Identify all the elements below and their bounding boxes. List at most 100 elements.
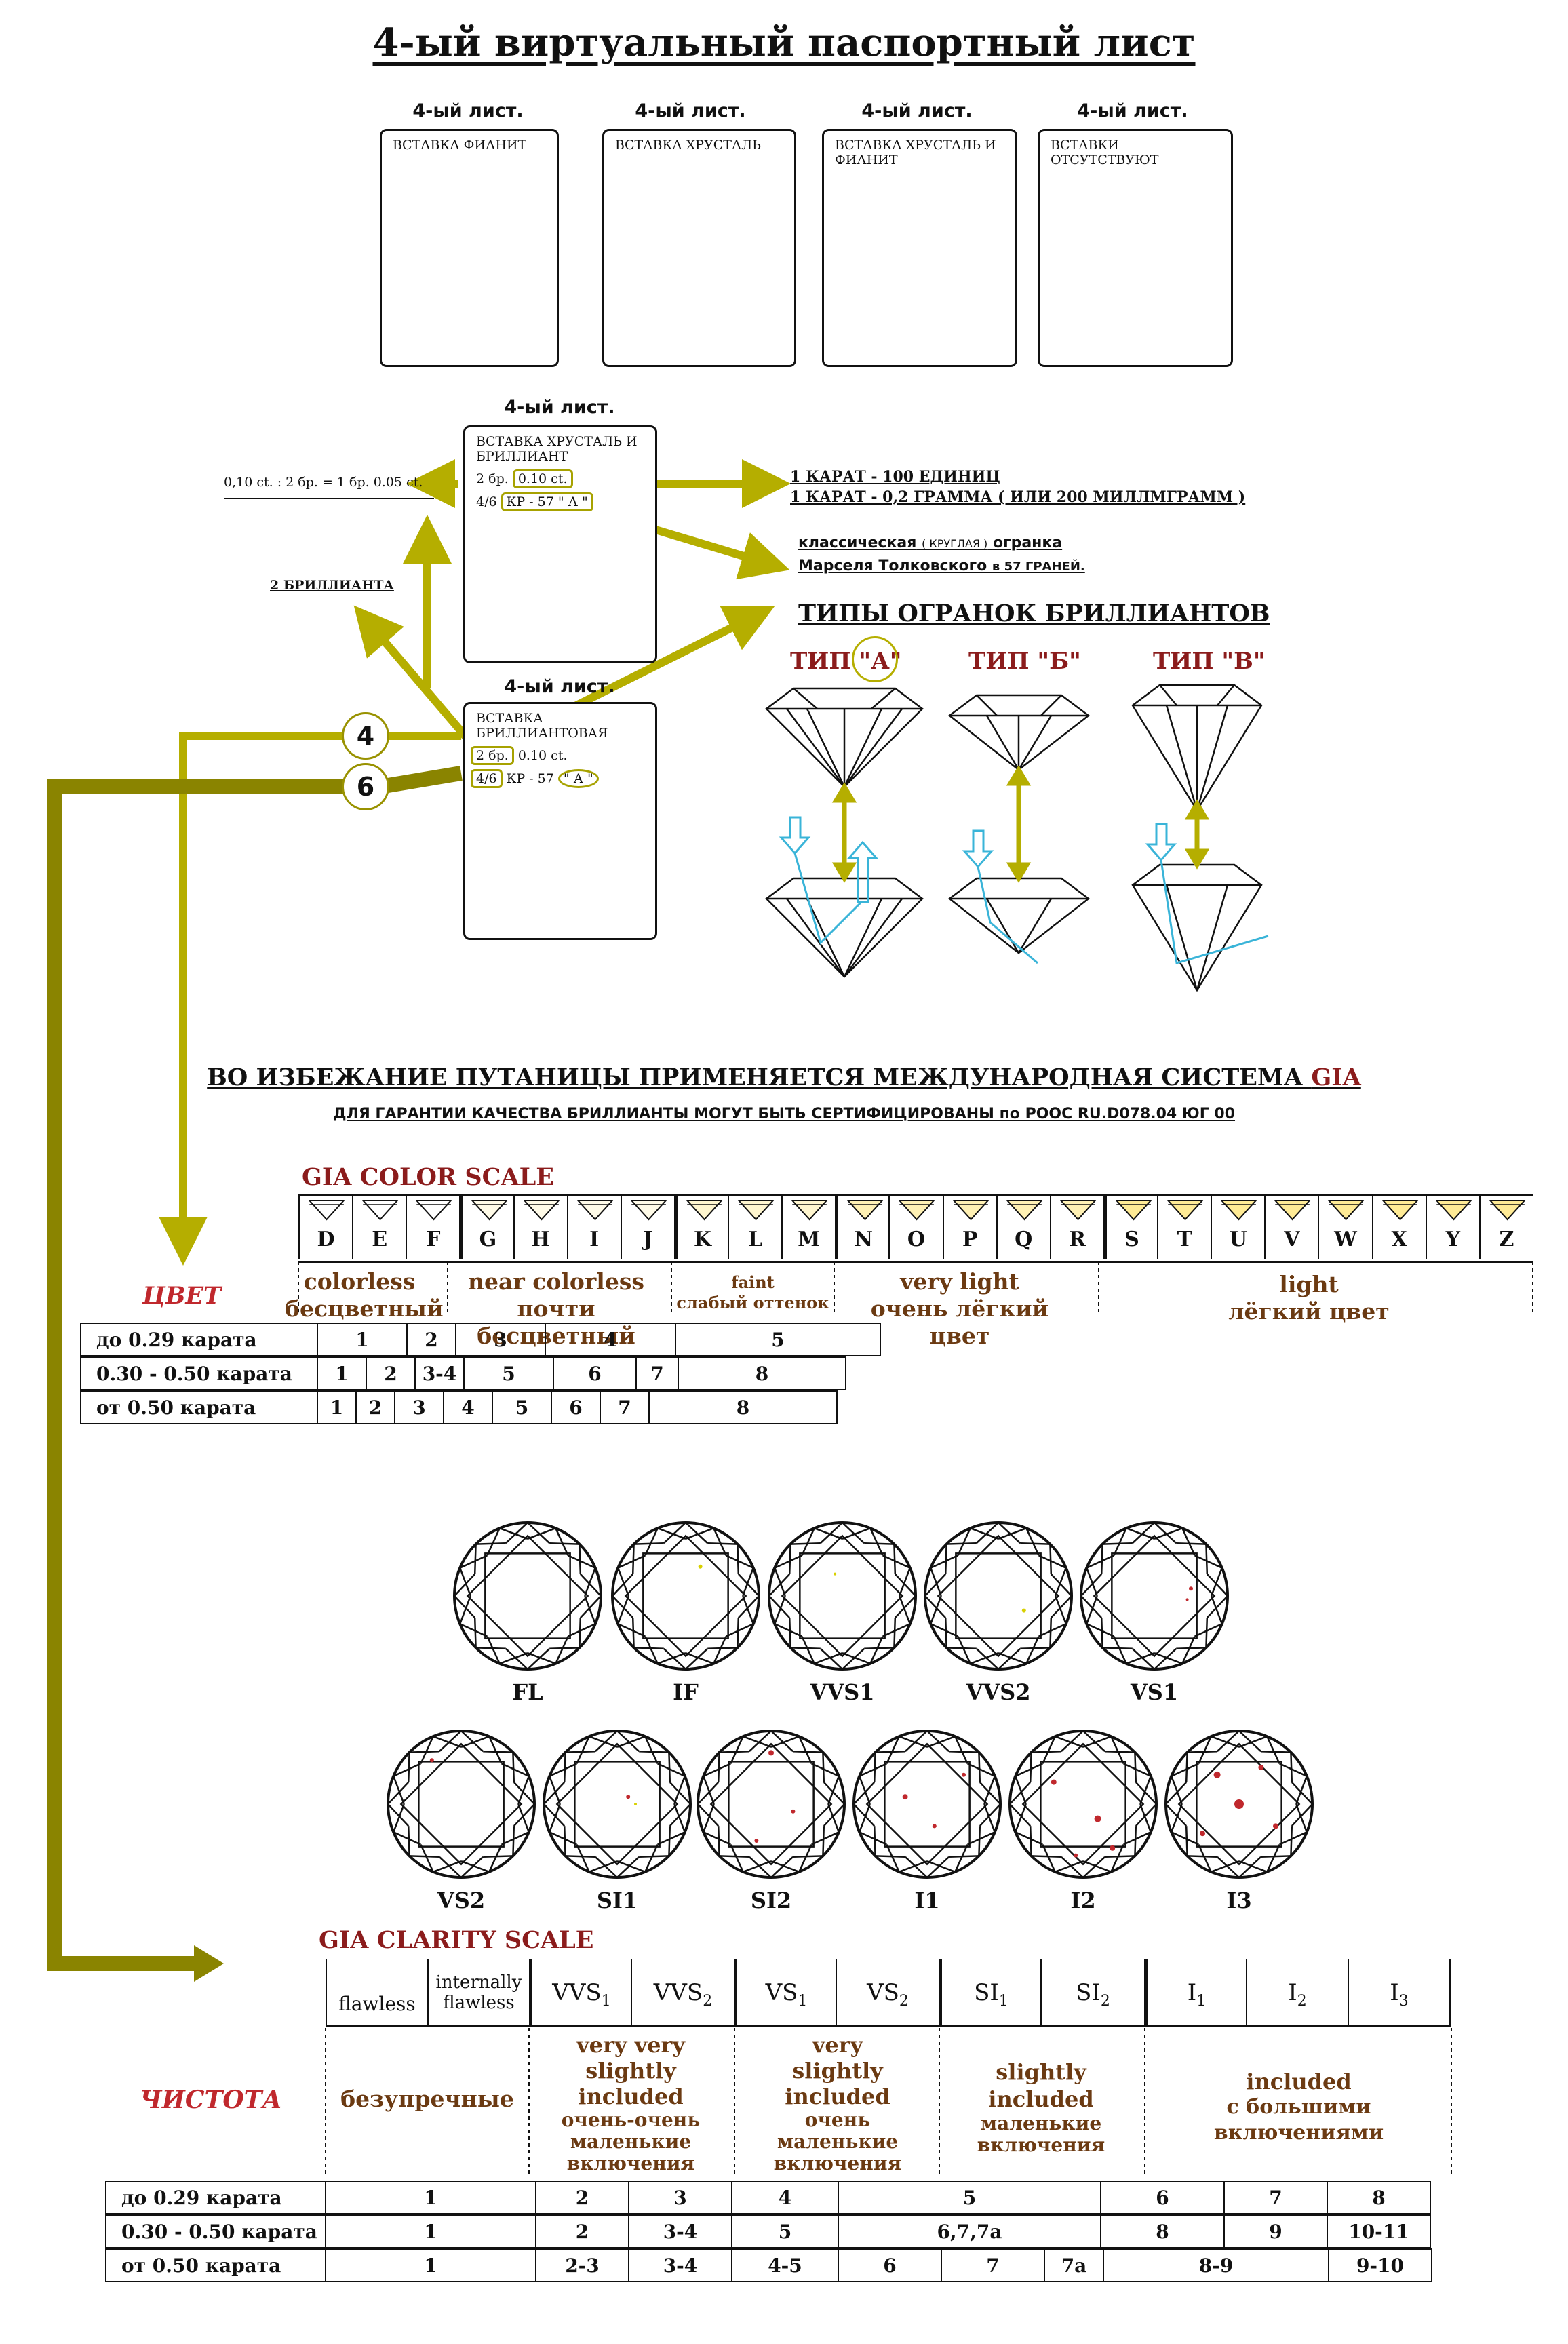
sheet-bottom-label: ВСТАВКА БРИЛЛИАНТОВАЯ bbox=[476, 711, 608, 741]
cut-note-2a: Марселя Толковского bbox=[798, 558, 987, 574]
clarity-desc-si-3: включения bbox=[977, 2134, 1105, 2156]
clarity-grade: SI1 bbox=[939, 1959, 1040, 2027]
color-cell: 6 bbox=[553, 1356, 637, 1390]
sheet-bottom-type: " А " bbox=[557, 769, 599, 788]
cut-types-heading: ТИПЫ ОГРАНОК БРИЛЛИАНТОВ bbox=[798, 600, 1270, 627]
clarity-cell: 7а bbox=[1044, 2248, 1104, 2282]
color-grade-w: W bbox=[1318, 1194, 1371, 1259]
color-cell: 5 bbox=[463, 1356, 554, 1390]
clarity-diagram-si2: SI2 bbox=[691, 1724, 851, 1925]
sheet-4: ВСТАВКИ ОТСУТСТВУЮТ bbox=[1038, 129, 1233, 367]
sheet-mid-label: ВСТАВКА ХРУСТАЛЬ И БРИЛЛИАНТ bbox=[476, 434, 638, 464]
clarity-diagram-i2: I2 bbox=[1003, 1724, 1163, 1925]
sheet-bottom-code: 4/6 bbox=[471, 769, 503, 788]
clarity-diagram-si1: SI1 bbox=[537, 1724, 697, 1925]
color-table-row-2: 0.30 - 0.50 карата 1 2 3-4 5 6 7 8 bbox=[80, 1356, 846, 1390]
cut-type-b: ТИП "Б" bbox=[968, 648, 1081, 675]
sheet-mid-cut: КР - 57 bbox=[506, 494, 554, 509]
color-cell: 4 bbox=[545, 1323, 676, 1356]
color-cell: 3 bbox=[394, 1390, 444, 1424]
clarity-table-row-1: до 0.29 карата 1 2 3 4 5 6 7 8 bbox=[105, 2181, 1431, 2214]
badge-six: 6 bbox=[342, 763, 389, 810]
cut-note-1a: классическая bbox=[798, 534, 917, 551]
sheet-2: ВСТАВКА ХРУСТАЛЬ bbox=[602, 129, 796, 367]
clarity-desc-i-0: included bbox=[1246, 2069, 1352, 2094]
color-grade-label: P bbox=[962, 1228, 978, 1251]
clarity-diagram-label: VVS2 bbox=[966, 1679, 1031, 1705]
color-grade-z: Z bbox=[1478, 1194, 1533, 1259]
clarity-cell: 5 bbox=[838, 2181, 1101, 2214]
clarity-cell: 1 bbox=[325, 2214, 536, 2248]
cut-note-1b: ( КРУГЛАЯ ) bbox=[922, 537, 988, 550]
gia-heading-text: ВО ИЗБЕЖАНИЕ ПУТАНИЦЫ ПРИМЕНЯЕТСЯ МЕЖДУН… bbox=[207, 1063, 1312, 1091]
clarity-diagram-if: IF bbox=[606, 1516, 766, 1717]
color-grade-i: I bbox=[566, 1194, 621, 1259]
cut-a-top bbox=[765, 687, 924, 788]
color-cell: 8 bbox=[678, 1356, 846, 1390]
clarity-row-1-label: до 0.29 карата bbox=[105, 2181, 326, 2214]
clarity-cell: 4 bbox=[731, 2181, 839, 2214]
color-grade-u: U bbox=[1211, 1194, 1264, 1259]
color-grade-j: J bbox=[620, 1194, 674, 1259]
color-cell: 2 bbox=[406, 1323, 456, 1356]
sheet-mid-line2: 4/6 КР - 57 " А " bbox=[465, 491, 655, 513]
clarity-desc-vvs: very very slightly included очень-очень … bbox=[529, 2032, 732, 2174]
cut-note-1: классическая ( КРУГЛАЯ ) огранка bbox=[798, 534, 1062, 551]
clarity-grade: flawless bbox=[326, 1959, 427, 2027]
color-table-row-1: до 0.29 карата 1 2 3 4 5 bbox=[80, 1323, 881, 1356]
gia-subheading: ДЛЯ ГАРАНТИИ КАЧЕСТВА БРИЛЛИАНТЫ МОГУТ Б… bbox=[332, 1106, 1236, 1122]
color-cell: 7 bbox=[635, 1356, 679, 1390]
clarity-desc-vvs-1: slightly bbox=[585, 2058, 676, 2084]
color-grade-v: V bbox=[1264, 1194, 1318, 1259]
clarity-desc-vs-1: slightly bbox=[792, 2058, 883, 2084]
clarity-grade: VS2 bbox=[836, 1959, 939, 2027]
color-cell: 4 bbox=[443, 1390, 493, 1424]
clarity-cell: 9-10 bbox=[1328, 2248, 1432, 2282]
color-cell: 2 bbox=[355, 1390, 395, 1424]
color-grade-label: R bbox=[1068, 1228, 1086, 1251]
clarity-arrow-head bbox=[194, 1945, 224, 1982]
carat-note-1: 1 КАРАТ - 100 ЕДИНИЦ bbox=[790, 468, 1000, 486]
cut-c-top bbox=[1131, 684, 1263, 813]
clarity-cell: 3-4 bbox=[628, 2214, 732, 2248]
cut-note-1c: огранка bbox=[992, 534, 1063, 551]
cut-a-bottom bbox=[765, 877, 924, 978]
clarity-cell: 6,7,7а bbox=[838, 2214, 1101, 2248]
clarity-diagram-label: SI2 bbox=[750, 1888, 792, 1913]
color-grade-label: E bbox=[372, 1228, 388, 1251]
clarity-desc-i-1: с большими bbox=[1226, 2095, 1371, 2119]
clarity-cell: 6 bbox=[838, 2248, 942, 2282]
color-grade-label: O bbox=[907, 1228, 926, 1251]
sheet-bottom-line1: 2 бр. 0.10 ct. bbox=[465, 743, 655, 768]
color-grade-label: Z bbox=[1499, 1228, 1514, 1251]
clarity-diagram-label: IF bbox=[673, 1679, 699, 1705]
color-group-light-en: light bbox=[1279, 1271, 1339, 1297]
sheet-3-label: ВСТАВКА ХРУСТАЛЬ И ФИАНИТ bbox=[835, 138, 996, 168]
color-grade-e: E bbox=[352, 1194, 406, 1259]
color-row-2-label: 0.30 - 0.50 карата bbox=[80, 1356, 318, 1390]
sheet-2-head: 4-ый лист. bbox=[635, 100, 746, 121]
two-diamonds-note: 2 БРИЛЛИАНТА bbox=[270, 578, 394, 593]
color-grade-label: N bbox=[854, 1228, 874, 1251]
color-grade-s: S bbox=[1103, 1194, 1157, 1259]
badge-four: 4 bbox=[342, 712, 389, 760]
cut-c-bottom bbox=[1131, 863, 1263, 992]
sheet-mid-head: 4-ый лист. bbox=[504, 397, 615, 418]
gia-heading-gia: GIA bbox=[1311, 1063, 1361, 1091]
color-grade-m: M bbox=[781, 1194, 835, 1259]
color-row-1-label: до 0.29 карата bbox=[80, 1323, 318, 1356]
sheet-bottom-head: 4-ый лист. bbox=[504, 676, 615, 697]
sheet-mid-type: " А " bbox=[557, 494, 588, 509]
clarity-cell: 7 bbox=[1223, 2181, 1328, 2214]
clarity-diagram-vs1: VS1 bbox=[1074, 1516, 1234, 1717]
clarity-cell: 1 bbox=[325, 2181, 536, 2214]
color-grade-label: G bbox=[479, 1228, 497, 1251]
clarity-diagram-label: SI1 bbox=[596, 1888, 638, 1913]
color-scale-title: GIA COLOR SCALE bbox=[302, 1163, 554, 1191]
clarity-desc-vs-5: включения bbox=[773, 2152, 902, 2174]
cut-diagrams bbox=[765, 684, 1269, 992]
color-grade-t: T bbox=[1157, 1194, 1211, 1259]
color-grade-o: O bbox=[888, 1194, 942, 1259]
